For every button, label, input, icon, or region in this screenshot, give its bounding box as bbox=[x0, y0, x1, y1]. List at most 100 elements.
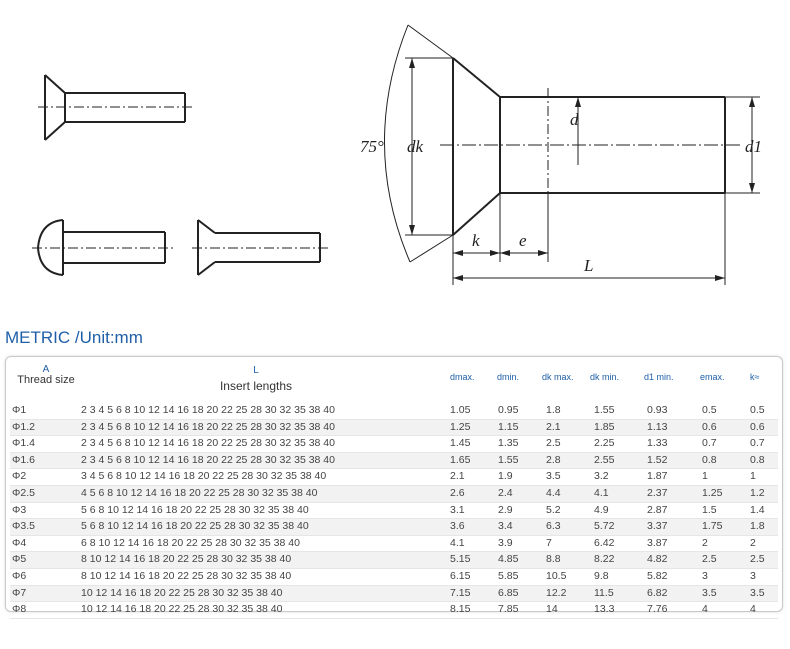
dimension-drawing bbox=[384, 24, 760, 285]
cell-dkmax: 1.8 bbox=[546, 404, 561, 416]
cell-d1min: 4.82 bbox=[647, 553, 668, 566]
cell-dkmax: 5.2 bbox=[546, 503, 561, 516]
d-label: d bbox=[570, 110, 579, 129]
cell-dkmin: 2.55 bbox=[594, 453, 615, 466]
d1-label: d1 bbox=[745, 137, 762, 156]
cell-dkmin: 9.8 bbox=[594, 569, 609, 582]
cell-dkmin: 5.72 bbox=[594, 520, 615, 533]
cell-size: Φ1 bbox=[12, 404, 27, 416]
L-label: L bbox=[583, 256, 593, 275]
cell-dmin: 4.85 bbox=[498, 553, 519, 566]
header-emax: emax. bbox=[700, 372, 725, 382]
cell-lengths: 8 10 12 14 16 18 20 22 25 28 30 32 35 38… bbox=[81, 569, 292, 582]
cell-emax: 1.25 bbox=[702, 486, 723, 499]
cell-k: 3 bbox=[750, 569, 756, 582]
cell-dmax: 5.15 bbox=[450, 553, 471, 566]
cell-dmax: 1.65 bbox=[450, 453, 471, 466]
cell-lengths: 2 3 4 5 6 8 10 12 14 16 18 20 22 25 28 3… bbox=[81, 404, 335, 416]
cell-dmax: 4.1 bbox=[450, 536, 465, 549]
cell-dkmax: 8.8 bbox=[546, 553, 561, 566]
cell-dmin: 1.15 bbox=[498, 420, 519, 433]
cell-dkmin: 8.22 bbox=[594, 553, 615, 566]
cell-dkmin: 11.5 bbox=[594, 586, 614, 599]
cell-dkmin: 1.85 bbox=[594, 420, 615, 433]
cell-lengths: 6 8 10 12 14 16 18 20 22 25 28 30 32 35 … bbox=[81, 536, 300, 549]
header-k: k≈ bbox=[750, 372, 760, 382]
cell-dkmax: 10.5 bbox=[546, 569, 567, 582]
cell-d1min: 1.52 bbox=[647, 453, 668, 466]
cell-k: 1.8 bbox=[750, 520, 765, 533]
cell-k: 4 bbox=[750, 603, 756, 616]
cell-k: 1.4 bbox=[750, 503, 765, 516]
cell-emax: 2 bbox=[702, 536, 708, 549]
cell-lengths: 2 3 4 5 6 8 10 12 14 16 18 20 22 25 28 3… bbox=[81, 453, 335, 466]
cell-size: Φ3.5 bbox=[12, 520, 35, 533]
cell-d1min: 1.87 bbox=[647, 470, 668, 483]
cell-dkmax: 3.5 bbox=[546, 470, 561, 483]
cell-lengths: 8 10 12 14 16 18 20 22 25 28 30 32 35 38… bbox=[81, 553, 292, 566]
cell-emax: 1 bbox=[702, 470, 708, 483]
cell-k: 0.6 bbox=[750, 420, 765, 433]
cell-dmax: 3.1 bbox=[450, 503, 465, 516]
cell-dmin: 1.35 bbox=[498, 437, 519, 450]
cell-emax: 0.8 bbox=[702, 453, 717, 466]
cell-dmin: 2.9 bbox=[498, 503, 513, 516]
flat-countersunk-rivet-icon bbox=[192, 219, 328, 276]
cell-size: Φ6 bbox=[12, 569, 27, 582]
cell-k: 1 bbox=[750, 470, 756, 483]
cell-k: 1.2 bbox=[750, 486, 765, 499]
table-row: Φ1 2 3 4 5 6 8 10 12 14 16 18 20 22 25 28… bbox=[10, 403, 778, 420]
cell-dmax: 8.15 bbox=[450, 603, 471, 616]
table-row: Φ5 8 10 12 14 16 18 20 22 25 28 30 32 35 … bbox=[10, 552, 778, 569]
e-label: e bbox=[519, 231, 527, 250]
cell-k: 0.5 bbox=[750, 404, 765, 416]
cell-d1min: 3.87 bbox=[647, 536, 668, 549]
header-a-text: Thread size bbox=[17, 374, 75, 386]
table-row: Φ6 8 10 12 14 16 18 20 22 25 28 30 32 35 … bbox=[10, 569, 778, 586]
cell-dmax: 3.6 bbox=[450, 520, 465, 533]
cell-k: 0.7 bbox=[750, 437, 765, 450]
cell-dmin: 1.55 bbox=[498, 453, 519, 466]
cell-emax: 0.7 bbox=[702, 437, 717, 450]
cell-dmax: 1.05 bbox=[450, 404, 471, 416]
cell-dkmax: 2.1 bbox=[546, 420, 561, 433]
cell-dmin: 6.85 bbox=[498, 586, 519, 599]
cell-emax: 1.5 bbox=[702, 503, 717, 516]
cell-d1min: 1.13 bbox=[647, 420, 668, 433]
header-a-key: A bbox=[42, 364, 50, 375]
cell-size: Φ3 bbox=[12, 503, 27, 516]
cell-dmax: 2.1 bbox=[450, 470, 465, 483]
header-dmax: dmax. bbox=[450, 372, 475, 382]
cell-emax: 1.75 bbox=[702, 520, 723, 533]
cell-dkmin: 6.42 bbox=[594, 536, 615, 549]
cell-size: Φ1.4 bbox=[12, 437, 35, 450]
table-row: Φ4 6 8 10 12 14 16 18 20 22 25 28 30 32 3… bbox=[10, 536, 778, 553]
cell-d1min: 2.87 bbox=[647, 503, 668, 516]
cell-k: 2 bbox=[750, 536, 756, 549]
cell-size: Φ8 bbox=[12, 603, 27, 616]
cell-dkmax: 2.5 bbox=[546, 437, 561, 450]
cell-dmax: 7.15 bbox=[450, 586, 471, 599]
cell-size: Φ5 bbox=[12, 553, 27, 566]
cell-dmin: 2.4 bbox=[498, 486, 513, 499]
cell-dmax: 2.6 bbox=[450, 486, 465, 499]
cell-size: Φ2 bbox=[12, 470, 27, 483]
cell-dmin: 3.9 bbox=[498, 536, 513, 549]
cell-lengths: 3 4 5 6 8 10 12 14 16 18 20 22 25 28 30 … bbox=[81, 470, 327, 483]
cell-lengths: 2 3 4 5 6 8 10 12 14 16 18 20 22 25 28 3… bbox=[81, 437, 335, 450]
cell-emax: 3.5 bbox=[702, 586, 717, 599]
cell-dmin: 1.9 bbox=[498, 470, 513, 483]
cell-emax: 0.5 bbox=[702, 404, 717, 416]
cell-dmax: 6.15 bbox=[450, 569, 471, 582]
cell-dmin: 0.95 bbox=[498, 404, 519, 416]
dimension-arrows bbox=[409, 58, 755, 281]
cell-d1min: 7.76 bbox=[647, 603, 668, 616]
table-row: Φ1.4 2 3 4 5 6 8 10 12 14 16 18 20 22 25 … bbox=[10, 436, 778, 453]
cell-d1min: 5.82 bbox=[647, 569, 668, 582]
cell-d1min: 1.33 bbox=[647, 437, 668, 450]
k-label: k bbox=[472, 231, 480, 250]
cell-size: Φ4 bbox=[12, 536, 27, 549]
